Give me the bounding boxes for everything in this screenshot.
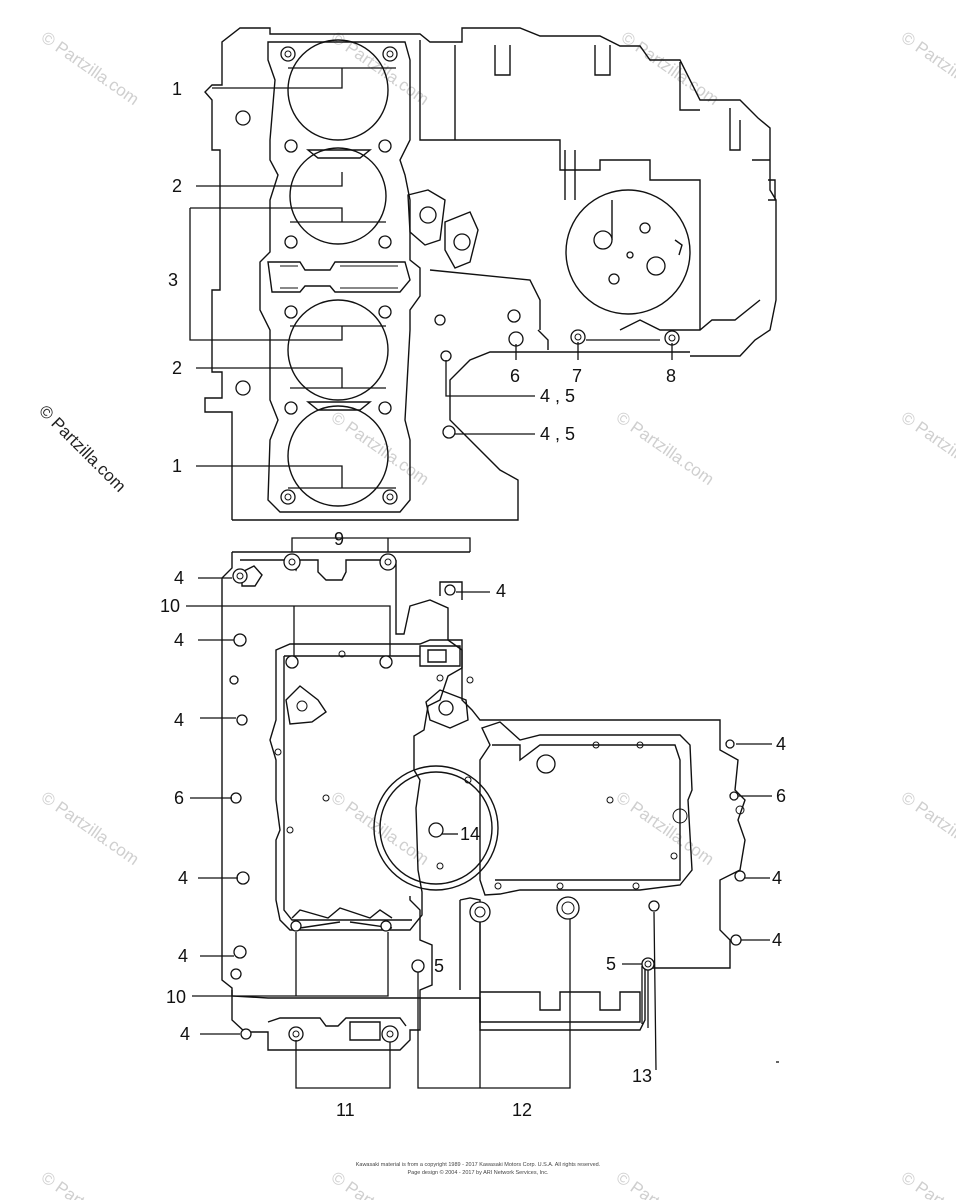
watermark-tile: © Partzilla.com [898,28,956,109]
watermark-tile: © Partzilla.com [328,408,433,489]
watermark-tile: © Partzilla.com [38,1168,143,1200]
watermark-tile: © Partzilla.com [898,1168,956,1200]
callout-13: 13 [632,1066,652,1086]
watermark-tile: © Partzilla.com [618,28,723,109]
callout-12: 12 [512,1100,532,1120]
callout-4-right-b: 4 [772,868,782,888]
watermark-tile: © Partzilla.com [898,408,956,489]
callout-4-e: 4 [178,868,188,888]
callout-7: 7 [572,366,582,386]
callout-4-a: 4 [174,568,184,588]
callout-4-right-a: 4 [776,734,786,754]
watermark-side: © Partzilla.com [35,401,129,495]
callout-10-bottom: 10 [166,987,186,1007]
callout-4-d: 4 [174,710,184,730]
callout-6-right: 6 [776,786,786,806]
callout-3: 3 [168,270,178,290]
copyright-line-2: Page design © 2004 - 2017 by ARI Network… [407,1169,548,1176]
callout-11: 11 [336,1100,355,1120]
watermark-tile: © Partzilla.com [38,788,143,869]
lower-crankcase: 9 4 4 10 4 4 6 4 4 10 4 14 4 6 4 4 5 5 1… [160,529,786,1120]
watermark-tile: © Partzilla.com [38,28,143,109]
callout-10-top: 10 [160,596,180,616]
callout-5-right: 5 [606,954,616,974]
callout-1-bottom: 1 [172,456,182,476]
callout-1-top: 1 [172,79,182,99]
watermark-tile: © Partzilla.com [613,408,718,489]
watermark-tile: © Partzilla.com [613,1168,718,1200]
callout-4-b: 4 [496,581,506,601]
callout-4-right-c: 4 [772,930,782,950]
callout-9: 9 [334,529,344,549]
callout-4-g: 4 [180,1024,190,1044]
callout-8: 8 [666,366,676,386]
copyright-line-1: Kawasaki material is from a copyright 19… [356,1162,601,1168]
callout-2-top: 2 [172,176,182,196]
callout-14: 14 [460,824,480,844]
callout-4-5-a: 4 , 5 [540,386,575,406]
watermark-tile: © Partzilla.com [613,788,718,869]
callout-6-left: 6 [174,788,184,808]
callout-4-c: 4 [174,630,184,650]
callout-2-bottom: 2 [172,358,182,378]
callout-4-5-b: 4 , 5 [540,424,575,444]
callout-5-mid: 5 [434,956,444,976]
callout-6-upper: 6 [510,366,520,386]
upper-crankcase: 1 2 3 2 1 6 7 8 4 , 5 4 , 5 [168,27,777,521]
watermark-tile: © Partzilla.com [898,788,956,869]
callout-4-f: 4 [178,946,188,966]
